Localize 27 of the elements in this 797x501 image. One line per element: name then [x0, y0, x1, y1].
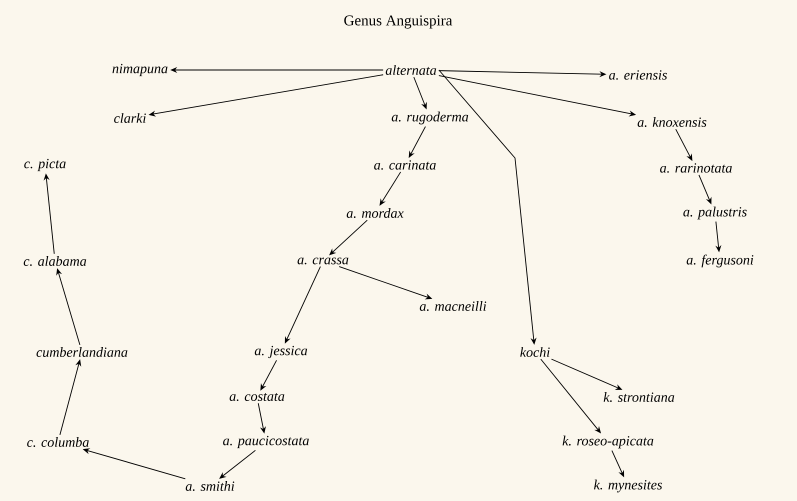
taxon-name: a. smithi — [186, 481, 234, 491]
taxon-name: a. crassa — [298, 258, 348, 264]
taxon-name: alternata — [386, 65, 436, 75]
taxon-name: k. mynesites — [594, 480, 662, 492]
taxon-name: a. rugoderma — [392, 112, 468, 124]
taxon-name: a. knoxensis — [638, 117, 706, 127]
taxon-name: a. palustris — [683, 206, 747, 220]
taxon-name: k. strontiana — [604, 392, 674, 402]
taxon-name: nimapuna — [112, 64, 168, 76]
taxon-name: kochi — [520, 347, 550, 357]
taxon-name: a. jessica — [254, 346, 308, 358]
title: Genus Anguispira — [344, 15, 452, 29]
taxon-name: cumberlandiana — [36, 347, 128, 357]
taxon-name: a. mordax — [346, 208, 404, 218]
taxon-name: c. alabama — [24, 256, 86, 266]
taxon-name: a. costata — [230, 392, 284, 402]
taxon-name: a. fergusoni — [686, 254, 754, 268]
taxon-name: c. columba — [27, 437, 89, 447]
taxon-name: a. eriensis — [609, 70, 667, 80]
taxon-name: a. paucicostata — [223, 436, 309, 448]
taxon-name: k. roseo-apicata — [562, 436, 654, 448]
taxon-name: c. picta — [24, 158, 66, 172]
taxon-name: a. carinata — [374, 160, 436, 170]
arrow — [329, 220, 368, 256]
taxon-name: clarki — [114, 113, 146, 123]
taxon-name: a. macneilli — [420, 301, 486, 311]
taxon-name: a. rarinotata — [660, 163, 732, 173]
